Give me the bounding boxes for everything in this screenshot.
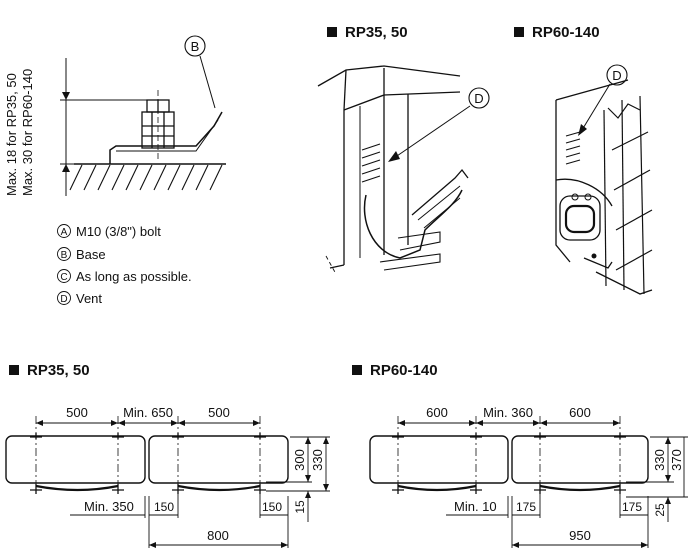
header-bullet — [327, 27, 337, 37]
svg-text:B: B — [61, 250, 68, 261]
layout-rp60-140: 600 Min. 360 600 330 370 25 Min. 10 175 — [369, 405, 688, 548]
header-rp35-50-bottom: RP35, 50 — [27, 362, 90, 379]
service-panel-icon — [559, 193, 601, 241]
header-rp35-50-top: RP35, 50 — [345, 24, 408, 41]
legend-item-b: B Base — [57, 247, 106, 262]
min-side-rp35-50: Min. 350 — [84, 499, 134, 514]
header-rp60-140-top: RP60-140 — [532, 24, 600, 41]
offset-bottom-rp60-140: 25 — [653, 503, 667, 517]
legend-item-c: C As long as possible. — [57, 269, 192, 284]
offset-bottom-rp35-50: 15 — [293, 500, 307, 514]
callout-d-rp35-50: D — [474, 91, 483, 106]
legend: A M10 (3/8") bolt B Base C As long as po… — [57, 224, 192, 306]
spacing-left-rp35-50: 500 — [66, 405, 88, 420]
header-bullet — [9, 365, 19, 375]
min-gap-rp60-140: Min. 360 — [483, 405, 533, 420]
min-gap-rp35-50: Min. 650 — [123, 405, 173, 420]
header-bullet — [352, 365, 362, 375]
svg-text:C: C — [60, 272, 67, 283]
spacing-right-rp35-50: 500 — [208, 405, 230, 420]
legend-text-d: Vent — [76, 291, 102, 306]
edge-left-rp35-50: 150 — [154, 500, 174, 514]
width-total-rp35-50: 800 — [207, 528, 229, 543]
vent-slots — [565, 131, 581, 165]
unit-outline — [148, 435, 289, 484]
legend-item-a: A M10 (3/8") bolt — [57, 224, 161, 239]
edge-left-rp60-140: 175 — [516, 500, 536, 514]
bolt-icon — [141, 90, 175, 160]
legend-text-a: M10 (3/8") bolt — [76, 224, 161, 239]
header-bullet — [514, 27, 524, 37]
unit-sketch-rp35-50: D — [317, 65, 490, 275]
header-rp60-140-bottom: RP60-140 — [370, 362, 438, 379]
min-side-rp60-140: Min. 10 — [454, 499, 497, 514]
max-label-rp35-50: Max. 18 for RP35, 50 — [4, 73, 19, 196]
callout-d-rp60-140: D — [612, 68, 621, 83]
width-total-rp60-140: 950 — [569, 528, 591, 543]
spacing-right-rp60-140: 600 — [569, 405, 591, 420]
depth-inner-rp35-50: 300 — [292, 449, 307, 471]
svg-text:A: A — [61, 227, 68, 238]
svg-text:D: D — [60, 294, 67, 305]
unit-outline — [511, 435, 649, 484]
bolt-detail: Max. 18 for RP35, 50 Max. 30 for RP60-14… — [4, 35, 226, 196]
legend-text-c: As long as possible. — [76, 269, 192, 284]
depth-inner-rp60-140: 330 — [652, 449, 667, 471]
unit-outline — [369, 435, 509, 484]
edge-right-rp60-140: 175 — [622, 500, 642, 514]
spacing-left-rp60-140: 600 — [426, 405, 448, 420]
depth-outer-rp35-50: 330 — [310, 449, 325, 471]
unit-sketch-rp60-140: D — [555, 64, 653, 295]
ground-hatch — [69, 164, 223, 191]
legend-text-b: Base — [76, 247, 106, 262]
unit-outline — [5, 435, 146, 484]
layout-rp35-50: 500 Min. 650 500 300 330 15 Min — [5, 405, 330, 548]
max-label-rp60-140: Max. 30 for RP60-140 — [20, 69, 35, 196]
grille-lines — [603, 95, 653, 295]
callout-b-label: B — [191, 39, 200, 54]
edge-right-rp35-50: 150 — [262, 500, 282, 514]
vent-slots — [361, 143, 381, 183]
legend-item-d: D Vent — [57, 291, 102, 306]
depth-outer-rp60-140: 370 — [669, 449, 684, 471]
